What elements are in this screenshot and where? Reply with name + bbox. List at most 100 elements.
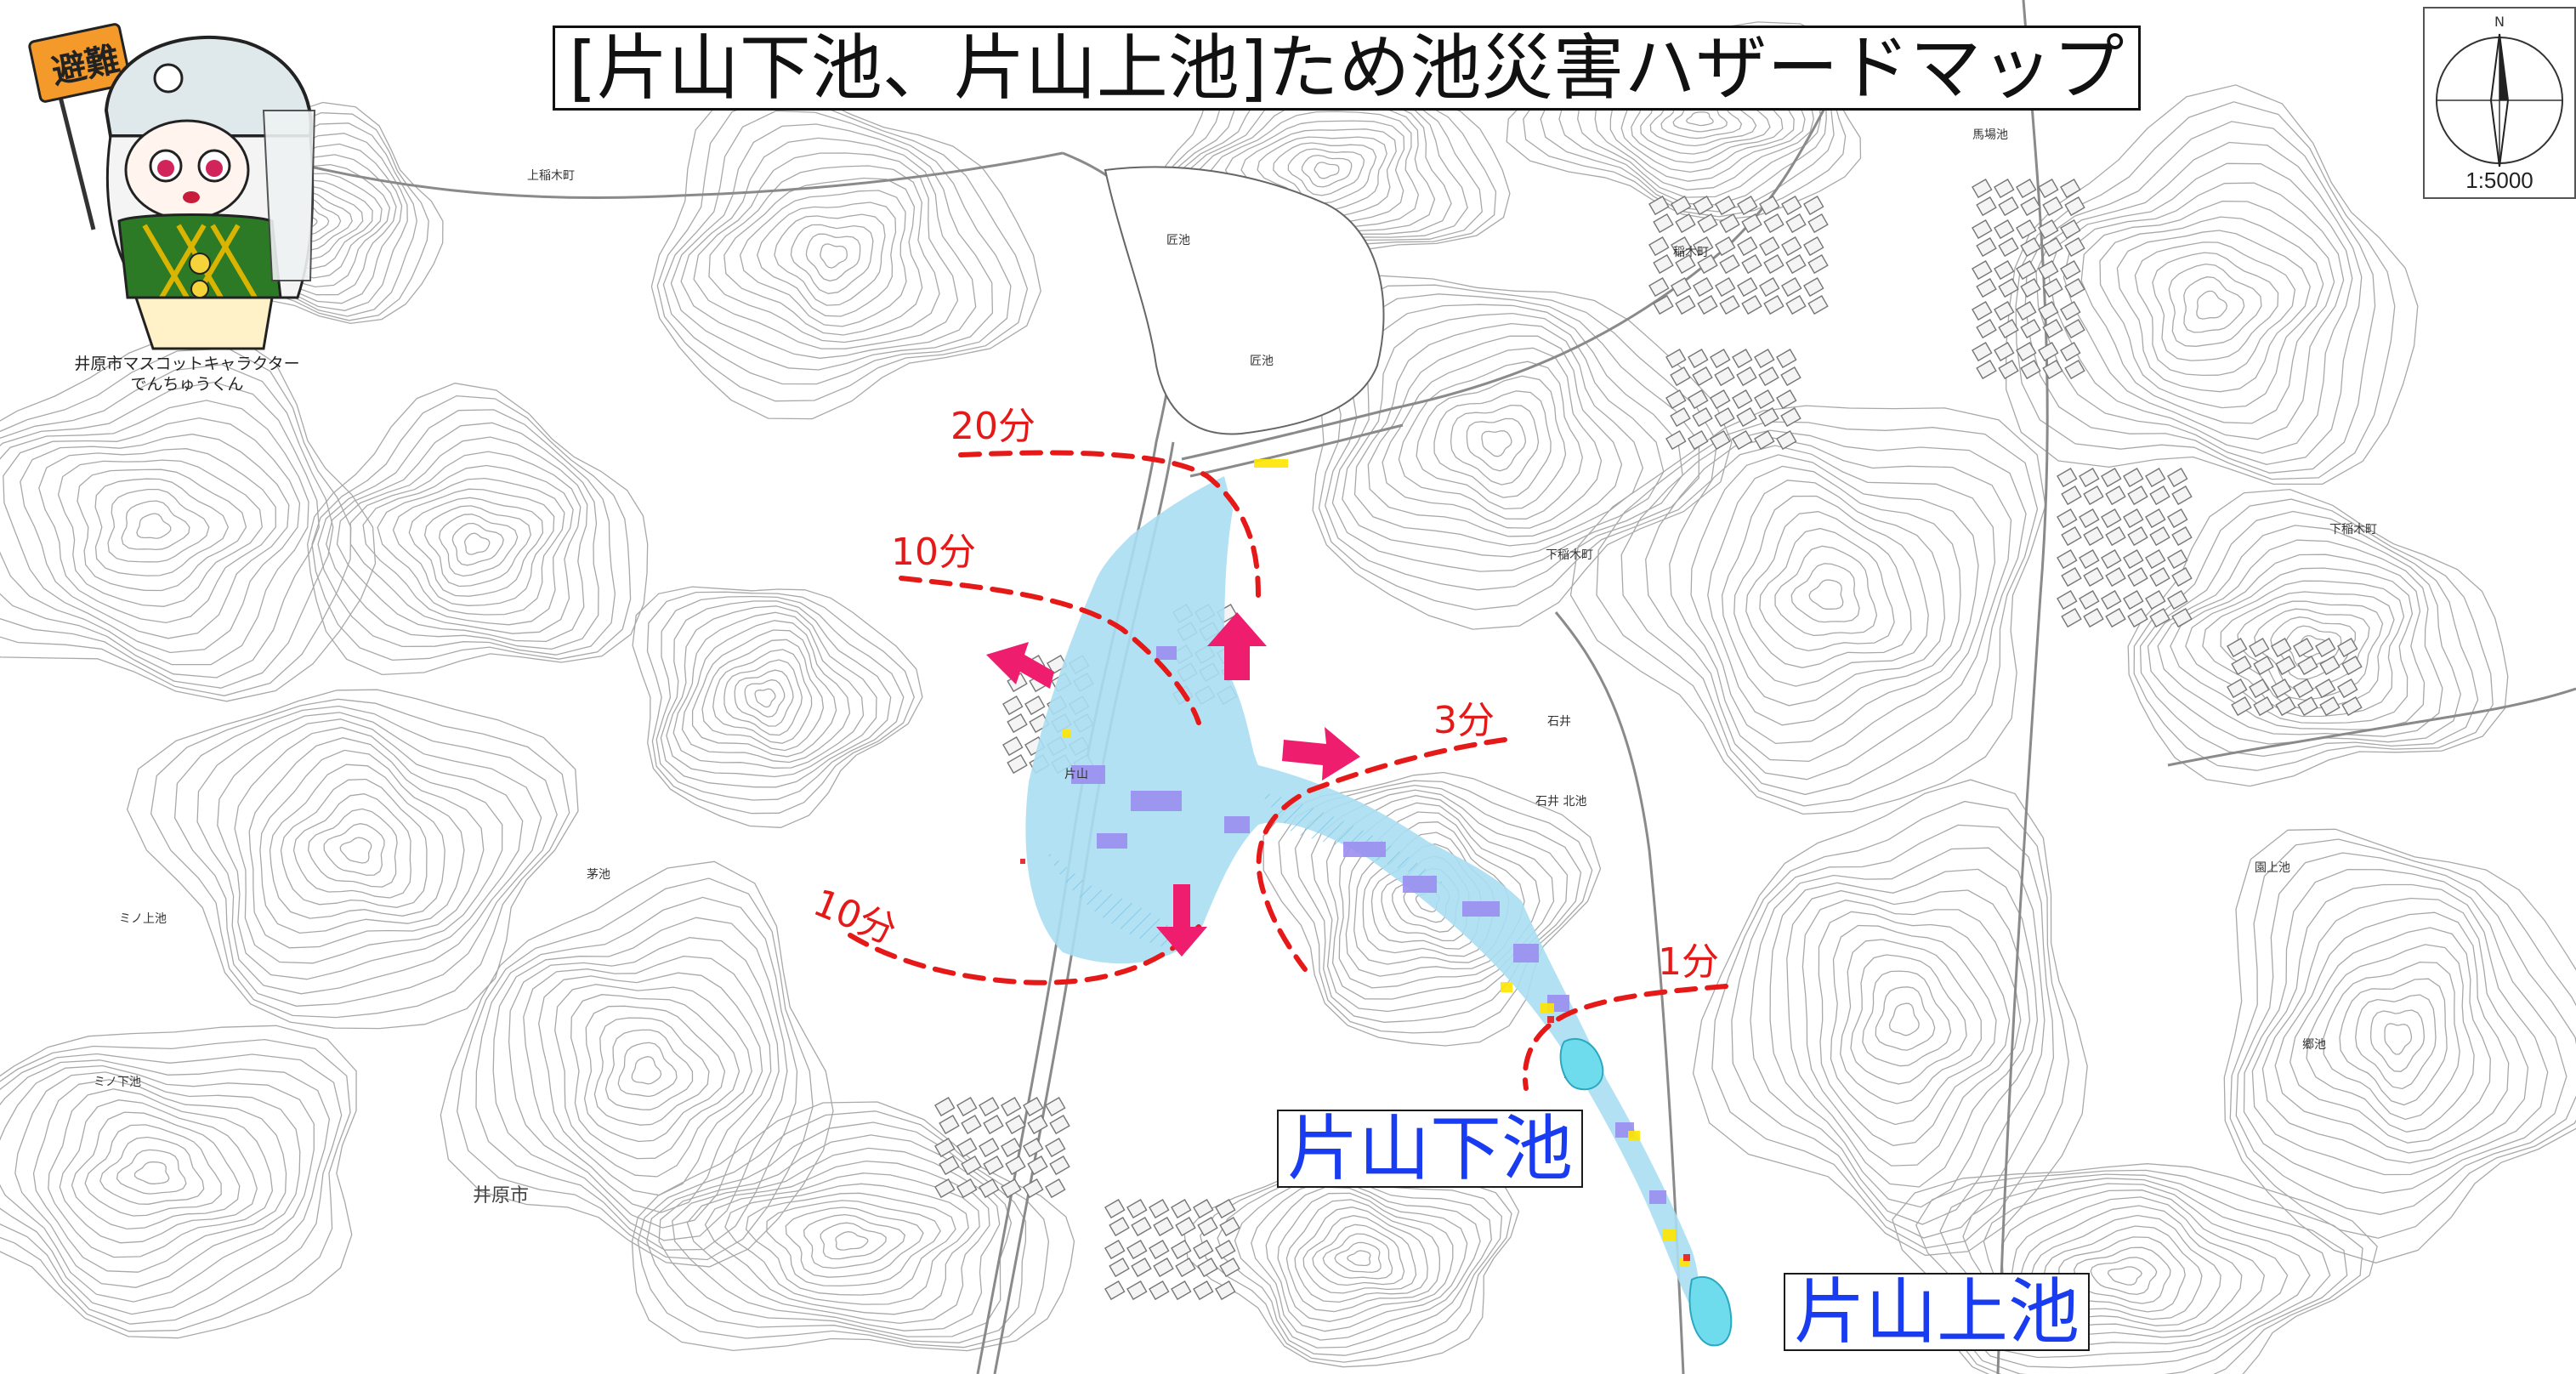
building xyxy=(1104,1240,1126,1260)
building xyxy=(2297,656,2318,676)
building xyxy=(2105,608,2126,628)
contour-ring xyxy=(1362,832,1495,957)
depth-patch xyxy=(1628,1131,1640,1141)
contour-ring xyxy=(2015,101,2396,480)
inundation-area xyxy=(1025,476,1699,1309)
contour-ring xyxy=(1277,1192,1454,1322)
contour-ring xyxy=(423,505,531,588)
building xyxy=(1776,349,1797,369)
contour-ring xyxy=(1596,421,2039,807)
contour-ring xyxy=(0,332,377,702)
building xyxy=(1671,277,1692,298)
building xyxy=(1671,196,1692,216)
contour-ring xyxy=(1257,136,1387,212)
contour-ring xyxy=(2369,1009,2426,1072)
building xyxy=(1149,1280,1170,1301)
contour-ring xyxy=(1294,784,1582,1023)
building xyxy=(2064,319,2085,339)
building xyxy=(1719,213,1740,234)
building xyxy=(2061,485,2082,506)
building xyxy=(939,1115,960,1135)
building xyxy=(2057,508,2078,529)
building xyxy=(1692,407,1713,428)
building xyxy=(1171,1280,1192,1301)
contour-ring xyxy=(1830,924,1997,1126)
contour-ring xyxy=(1345,811,1525,977)
building xyxy=(1675,295,1696,315)
place-kamiinagi: 上稲木町 xyxy=(527,169,575,183)
building xyxy=(1715,236,1736,257)
contour-ring xyxy=(672,611,865,769)
building xyxy=(2231,656,2252,676)
building xyxy=(1023,1097,1044,1117)
building xyxy=(2038,219,2059,240)
contour-ring xyxy=(1240,128,1397,219)
building xyxy=(2064,196,2085,217)
contour-ring xyxy=(2384,1023,2413,1055)
building xyxy=(956,1097,978,1117)
building xyxy=(1998,196,2019,217)
building xyxy=(1007,713,1028,734)
building xyxy=(1994,179,2015,199)
contour-ring xyxy=(570,994,740,1160)
contour-ring xyxy=(1325,293,1700,591)
contour-ring xyxy=(59,1099,258,1244)
place-sonoue: 園上池 xyxy=(2255,861,2290,875)
building xyxy=(1109,1258,1130,1278)
contour-ring xyxy=(1224,120,1405,224)
contour-ring xyxy=(2090,1257,2158,1296)
building xyxy=(1675,213,1696,234)
building xyxy=(1153,1258,1174,1278)
building xyxy=(2167,590,2188,610)
building xyxy=(2315,638,2336,658)
contour-ring xyxy=(1265,1186,1468,1332)
contour-ring xyxy=(121,500,190,551)
contour-ring xyxy=(492,917,788,1241)
building xyxy=(2149,567,2170,588)
building xyxy=(1005,1115,1026,1135)
contour-ring xyxy=(712,649,813,744)
building xyxy=(1737,196,1758,216)
contour-ring xyxy=(2274,911,2510,1154)
place-kaya: 茅池 xyxy=(587,868,610,882)
contour-ring xyxy=(1353,821,1510,965)
contour-ring xyxy=(1711,800,2069,1249)
contour-ring xyxy=(538,972,763,1196)
building xyxy=(1219,1258,1240,1278)
contour-ring xyxy=(292,793,411,899)
contour-ring xyxy=(1862,970,1952,1067)
building xyxy=(1215,1199,1236,1219)
contour-ring xyxy=(1569,405,2046,815)
time-label-20: 20分 xyxy=(950,405,1036,448)
contour-ring xyxy=(0,1053,343,1325)
building xyxy=(1998,319,2019,339)
contour-ring xyxy=(107,488,210,563)
building xyxy=(2060,219,2081,240)
building xyxy=(2061,526,2082,547)
contour-ring xyxy=(234,726,503,964)
depth-patch xyxy=(1662,1229,1676,1241)
contour-ring xyxy=(475,896,798,1251)
building xyxy=(2060,260,2081,281)
contour-ring xyxy=(1750,847,2045,1225)
contour-ring xyxy=(280,778,428,908)
building xyxy=(1754,430,1775,451)
building xyxy=(1994,219,2015,240)
building xyxy=(1807,295,1829,315)
building xyxy=(1693,277,1714,298)
building xyxy=(2171,485,2193,506)
contour-ring xyxy=(670,123,994,371)
building xyxy=(1807,254,1829,275)
place-shimoinagi-east: 下稲木町 xyxy=(2329,523,2377,537)
building xyxy=(1741,254,1762,275)
contour-ring xyxy=(1312,1224,1405,1286)
building xyxy=(2293,638,2314,658)
contour-ring xyxy=(691,629,837,758)
contour-ring xyxy=(631,1056,662,1085)
contour-ring xyxy=(583,1005,726,1143)
building xyxy=(2171,526,2193,547)
building xyxy=(2020,319,2041,339)
contour-ring xyxy=(339,837,372,864)
building xyxy=(1219,1217,1240,1237)
building xyxy=(2167,468,2188,488)
